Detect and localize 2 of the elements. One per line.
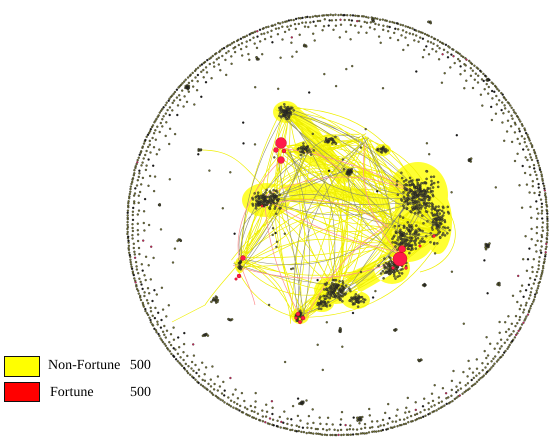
legend-label: Non-Fortune 500 [48, 357, 151, 375]
legend-label: Fortune 500 [50, 384, 152, 402]
